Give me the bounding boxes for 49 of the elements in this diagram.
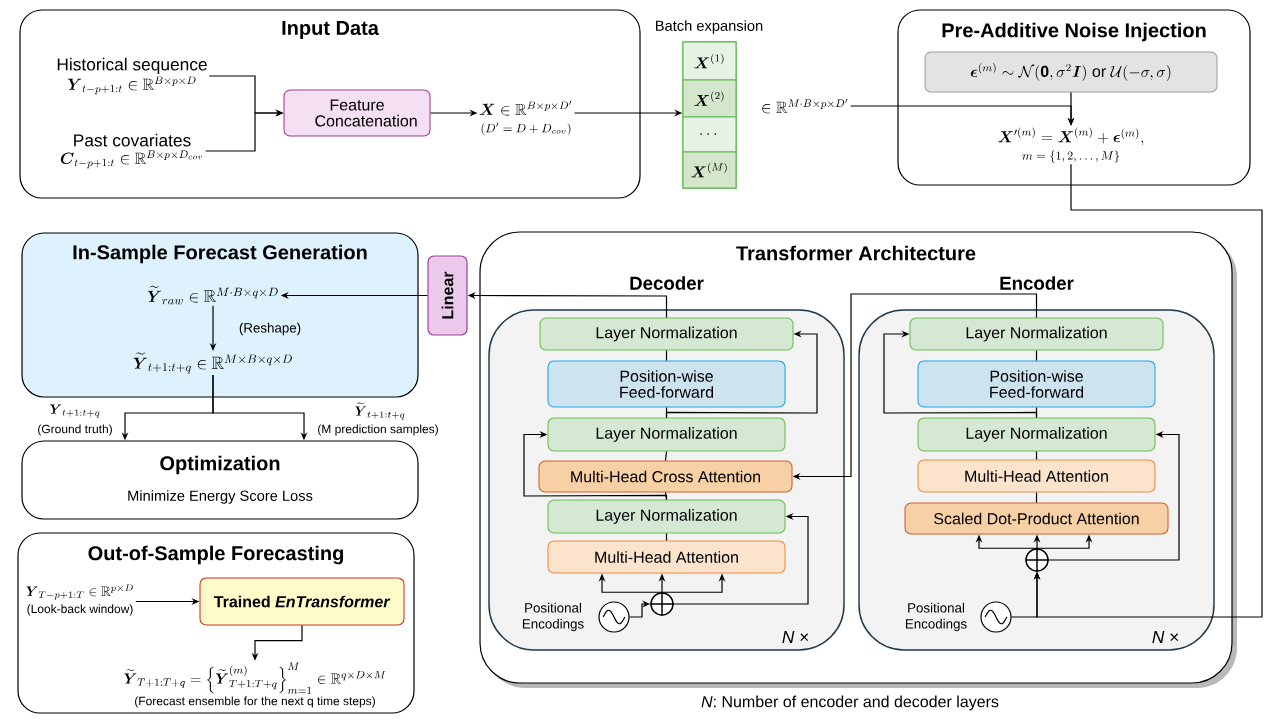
- variable-label: $\boldsymbol{Y}_{T-p+1:T} \in \mathbb{R}^{p\times D}$ (Look-back window): [26, 584, 133, 616]
- formula: $\widetilde{\boldsymbol{Y}}_{t+1:t+q}$: [355, 402, 405, 420]
- panel: Optimization Minimize Energy Score Loss: [21, 440, 419, 520]
- symbol-label: Positional Encodings: [522, 602, 584, 632]
- layer-box: Layer Normalization: [539, 317, 794, 351]
- annotation: (Reshape): [239, 322, 301, 336]
- connector-line: [665, 532, 668, 542]
- matrix-cell: $\boldsymbol{X}^{(2)}$: [682, 79, 737, 118]
- layer-box: Multi-Head Attention: [547, 540, 786, 574]
- adder-symbol: [649, 591, 675, 617]
- variable-label: Past covariates $\boldsymbol{C}_{t-p+1:t} \in \mathbb{R}^{B\times p\times D_{cov}}$: [60, 133, 202, 169]
- node-label: Decoder: [630, 276, 704, 290]
- layer-box: Layer Normalization: [547, 417, 786, 452]
- variable-label: $\widetilde{\boldsymbol{Y}}_{raw} \in \mathbb{R}^{M\cdot B\times q\times D}$: [147, 285, 278, 305]
- formula: $\in \mathbb{R}^{M\cdot B\times p\times D'}$: [762, 98, 848, 114]
- layer-box: Layer Normalization: [909, 317, 1164, 351]
- arrow: [673, 513, 809, 605]
- layer-box: Multi-Head Cross Attention: [538, 460, 793, 493]
- adder-symbol: [1024, 547, 1050, 573]
- layer-box: Linear: [427, 255, 468, 336]
- variable-label: $\widetilde{\boldsymbol{Y}}_{t+1:t+q} \in \mathbb{R}^{M\times B\times q\times D}$: [133, 352, 292, 374]
- annotation: N: Number of encoder and decoder layers: [701, 695, 999, 711]
- variable-label: $\widetilde{\boldsymbol{Y}}_{T+1:T+q} = \left\{\widetilde{\boldsymbol{Y}}^{(m)}_{T+1:T+q}\right\}_{m=1}^{M} \in \mathbb{R}^{q\times D\times M}$ (Forecast ensemble for the next q time steps): [124, 662, 386, 708]
- connector-line: [665, 349, 668, 362]
- layer-box: Position-wise Feed-forward: [547, 360, 786, 408]
- arrow: [523, 431, 668, 501]
- formula: $\boldsymbol{Y}_{t+1:t+q}$: [50, 404, 100, 418]
- model-box: Trained EnTransformer: [199, 577, 405, 626]
- operation-box: Feature Concatenation: [283, 89, 431, 137]
- matrix-cell: $\cdots$: [682, 116, 737, 153]
- variable-label: $\boldsymbol{X}'^{(m)} = \boldsymbol{X}^{(m)} + \boldsymbol{\epsilon}^{(m)},$ $m = \{1, 2, \dots, M\}$: [998, 127, 1144, 163]
- arrow: [883, 330, 1038, 419]
- variable-label: $\boldsymbol{X} \in \mathbb{R}^{B\times p\times D'}$ $(D' = D + D_{cov})$: [479, 100, 572, 136]
- layer-box: Layer Normalization: [917, 417, 1156, 452]
- symbol-label: Positional Encodings: [905, 602, 967, 632]
- connector-line: [1035, 450, 1038, 461]
- layer-box: Multi-Head Attention: [917, 459, 1156, 493]
- connector-line: [1035, 491, 1038, 504]
- variable-label: Historical sequence $\boldsymbol{Y}_{t-p+1:t} \in \mathbb{R}^{B\times p\times D}$: [57, 57, 207, 95]
- layer-box: Layer Normalization: [547, 499, 786, 534]
- formula-box: $\boldsymbol{\epsilon}^{(m)}\sim \mathcal{N}(\mathbf{0},\sigma^{2}\boldsymbol{I})\text{ or }\mathcal{U}(-\sigma,\sigma)$: [924, 51, 1218, 93]
- connector-line: [664, 450, 668, 462]
- matrix-cell: $\boldsymbol{X}^{(1)}$: [682, 41, 737, 81]
- node-label: Encoder: [1000, 276, 1074, 290]
- matrix-cell: $\boldsymbol{X}^{(M)}$: [682, 151, 737, 189]
- connector-line: [1035, 349, 1038, 362]
- layer-box: Scaled Dot-Product Attention: [904, 502, 1169, 535]
- layer-box: Position-wise Feed-forward: [917, 360, 1156, 408]
- arrow: [1048, 431, 1180, 561]
